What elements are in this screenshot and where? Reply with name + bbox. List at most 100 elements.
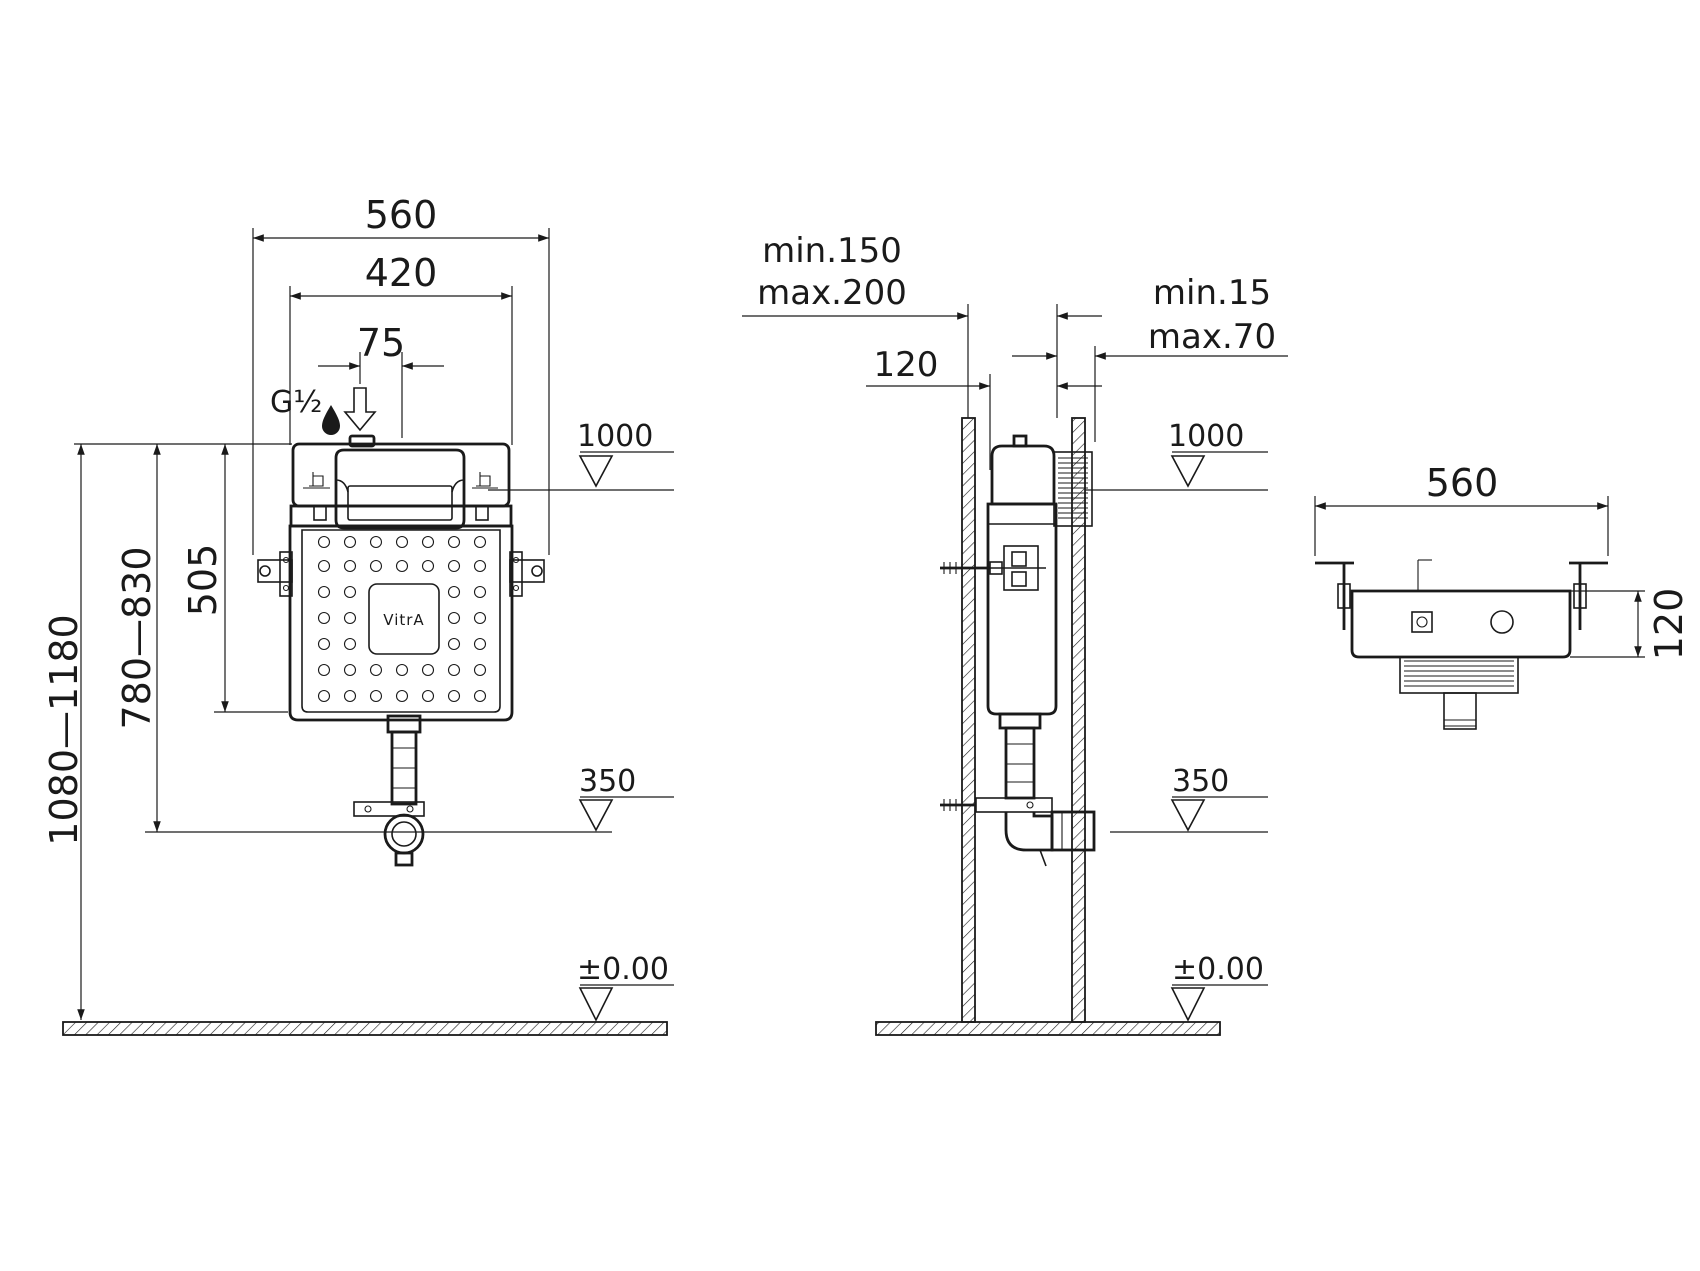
dim-gap-min15-max70: min.15 max.70 — [1012, 273, 1288, 442]
cistern-dot — [317, 663, 331, 677]
wall-left — [961, 417, 976, 1023]
dim-label-1080-1180: 1080—1180 — [42, 614, 86, 845]
cistern-dot — [421, 663, 435, 677]
dim-width-560-top: 560 — [1314, 461, 1609, 556]
dim-height-505: 505 — [181, 444, 288, 713]
cistern-dot — [317, 611, 331, 625]
cistern-dot — [421, 689, 435, 703]
dim-width-560: 560 — [252, 193, 550, 555]
cistern-side-top — [990, 444, 1056, 506]
cistern-dot — [447, 559, 461, 573]
cistern-dot — [317, 585, 331, 599]
dim-label-75: 75 — [357, 321, 405, 365]
cistern-body-inner — [301, 529, 501, 713]
cistern-dot — [473, 585, 487, 599]
flush-button-housing — [1053, 451, 1093, 527]
cistern-dot — [395, 535, 409, 549]
cistern-dot-grid — [317, 535, 487, 703]
valve-block-side — [988, 545, 1046, 591]
cistern-top-cap — [291, 442, 511, 508]
cistern-dot — [447, 535, 461, 549]
mounting-arm-right — [1569, 561, 1608, 630]
bracket-right — [509, 551, 545, 597]
dim-depth-120-top: 120 — [1570, 588, 1691, 660]
level-label-floor-side: ±0.00 — [1172, 952, 1264, 987]
dim-width-420: 420 — [289, 251, 513, 445]
cistern-dot — [343, 689, 357, 703]
top-housing-ribs — [1404, 660, 1514, 687]
floor-slab-front — [62, 1021, 668, 1036]
cistern-dot — [473, 689, 487, 703]
level-label-floor-front: ±0.00 — [577, 952, 669, 987]
logo-plate — [368, 583, 440, 655]
cistern-dot — [421, 535, 435, 549]
water-drop-icon — [322, 405, 340, 435]
cistern-dot — [317, 559, 331, 573]
mounting-arm-left — [1315, 561, 1354, 630]
wall-anchor-top — [940, 562, 990, 574]
hand-icon-left — [303, 472, 330, 489]
inlet-thread-label: G½ — [270, 385, 322, 420]
bracket-left — [257, 551, 293, 597]
inlet-arrow-icon — [343, 387, 377, 432]
cistern-dot — [473, 559, 487, 573]
dim-label-min15: min.15 — [1153, 273, 1271, 313]
cistern-side-body — [986, 502, 1058, 716]
brand-logo: VitrA — [383, 611, 424, 629]
cistern-dot — [473, 663, 487, 677]
cistern-dot — [473, 637, 487, 651]
cistern-body — [288, 524, 514, 722]
cistern-band — [289, 504, 513, 528]
flush-pipe-front — [353, 714, 425, 867]
cistern-dot — [343, 663, 357, 677]
cistern-top-body — [1350, 589, 1572, 659]
dim-height-1080-1180: 1080—1180 — [42, 443, 292, 1020]
dim-wall-min150-max200: min.150 max.200 — [742, 231, 969, 418]
dim-label-780-830: 780—830 — [115, 546, 159, 729]
flush-plate-inner — [347, 485, 453, 521]
dim-label-max200: max.200 — [757, 273, 907, 313]
level-label-350-front: 350 — [579, 764, 636, 799]
wall-right — [1071, 417, 1086, 1023]
level-marker-350-side: 350 — [1110, 764, 1268, 833]
cistern-dot — [473, 535, 487, 549]
band-tab-left — [313, 505, 327, 521]
side-view: min.150 max.200 120 min.15 max.70 — [742, 231, 1288, 1036]
dim-label-560: 560 — [365, 193, 438, 237]
cistern-dot — [369, 663, 383, 677]
flush-plate-frame — [334, 448, 466, 530]
floor-slab-side — [875, 1021, 1221, 1036]
dim-label-min150: min.150 — [762, 231, 902, 271]
band-tab-right — [475, 505, 489, 521]
cistern-dot — [447, 585, 461, 599]
level-marker-1000-side: 1000 — [1085, 419, 1268, 491]
cistern-dot — [395, 689, 409, 703]
dim-label-420: 420 — [365, 251, 438, 295]
flush-pipe-side — [940, 712, 1096, 867]
dim-depth-120-side: 120 — [866, 345, 991, 470]
dim-label-560-top: 560 — [1426, 461, 1499, 505]
cistern-dot — [395, 559, 409, 573]
dim-label-max70: max.70 — [1148, 317, 1276, 357]
hand-icon-right — [472, 472, 498, 489]
cistern-dot — [369, 689, 383, 703]
level-label-1000-side: 1000 — [1168, 419, 1244, 454]
front-view: 560 420 75 G½ 1080—1180 — [42, 193, 674, 1036]
cistern-dot — [421, 559, 435, 573]
cistern-dot — [343, 559, 357, 573]
dim-label-505: 505 — [181, 544, 225, 617]
cistern-dot — [395, 663, 409, 677]
top-outlet — [1443, 692, 1477, 730]
dim-inlet-75: 75 — [318, 321, 444, 438]
cistern-dot — [473, 611, 487, 625]
cistern-dot — [447, 611, 461, 625]
cistern-dot — [447, 663, 461, 677]
level-marker-floor-front: ±0.00 — [577, 952, 674, 1022]
level-label-1000-front: 1000 — [577, 419, 653, 454]
cistern-dot — [343, 535, 357, 549]
cistern-dot — [343, 585, 357, 599]
cistern-dot — [343, 611, 357, 625]
top-round-port — [1490, 610, 1514, 634]
